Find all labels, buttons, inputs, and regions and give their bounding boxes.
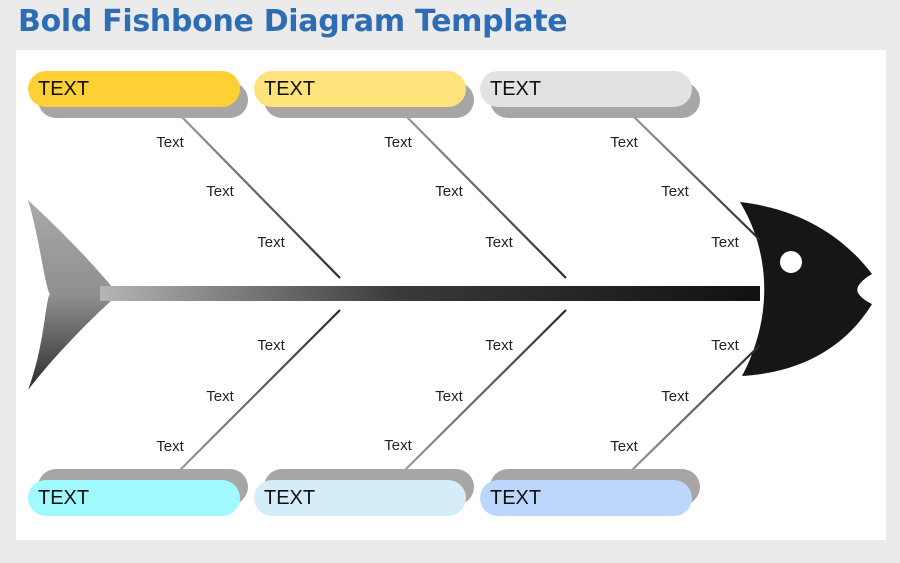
cause-text[interactable]: Text <box>206 183 234 200</box>
bone-top-1 <box>179 114 341 279</box>
cause-text[interactable]: Text <box>156 134 184 151</box>
fish-head <box>740 202 872 376</box>
bone-top-3 <box>631 114 761 241</box>
cause-text[interactable]: Text <box>661 183 689 200</box>
category-label-1[interactable]: TEXT <box>28 71 240 107</box>
cause-text[interactable]: Text <box>206 388 234 405</box>
cause-text[interactable]: Text <box>257 337 285 354</box>
cause-text[interactable]: Text <box>610 134 638 151</box>
bone-bottom-3 <box>631 344 761 471</box>
category-label-4[interactable]: TEXT <box>28 480 240 516</box>
cause-text[interactable]: Text <box>711 234 739 251</box>
page-title: Bold Fishbone Diagram Template <box>18 4 568 39</box>
cause-text[interactable]: Text <box>435 183 463 200</box>
bone-bottom-2 <box>404 309 567 471</box>
fish-spine <box>100 286 760 301</box>
cause-text[interactable]: Text <box>384 134 412 151</box>
cause-text[interactable]: Text <box>257 234 285 251</box>
category-label-2[interactable]: TEXT <box>254 71 466 107</box>
bone-bottom-1 <box>179 309 341 471</box>
category-label-5[interactable]: TEXT <box>254 480 466 516</box>
cause-text[interactable]: Text <box>711 337 739 354</box>
category-label-6[interactable]: TEXT <box>480 480 692 516</box>
cause-text[interactable]: Text <box>384 437 412 454</box>
cause-text[interactable]: Text <box>156 438 184 455</box>
cause-text[interactable]: Text <box>610 438 638 455</box>
bone-top-2 <box>404 114 567 279</box>
fish-eye <box>780 251 802 273</box>
cause-text[interactable]: Text <box>485 337 513 354</box>
cause-text[interactable]: Text <box>661 388 689 405</box>
cause-text[interactable]: Text <box>435 388 463 405</box>
category-label-3[interactable]: TEXT <box>480 71 692 107</box>
cause-text[interactable]: Text <box>485 234 513 251</box>
fish-tail <box>28 200 112 390</box>
